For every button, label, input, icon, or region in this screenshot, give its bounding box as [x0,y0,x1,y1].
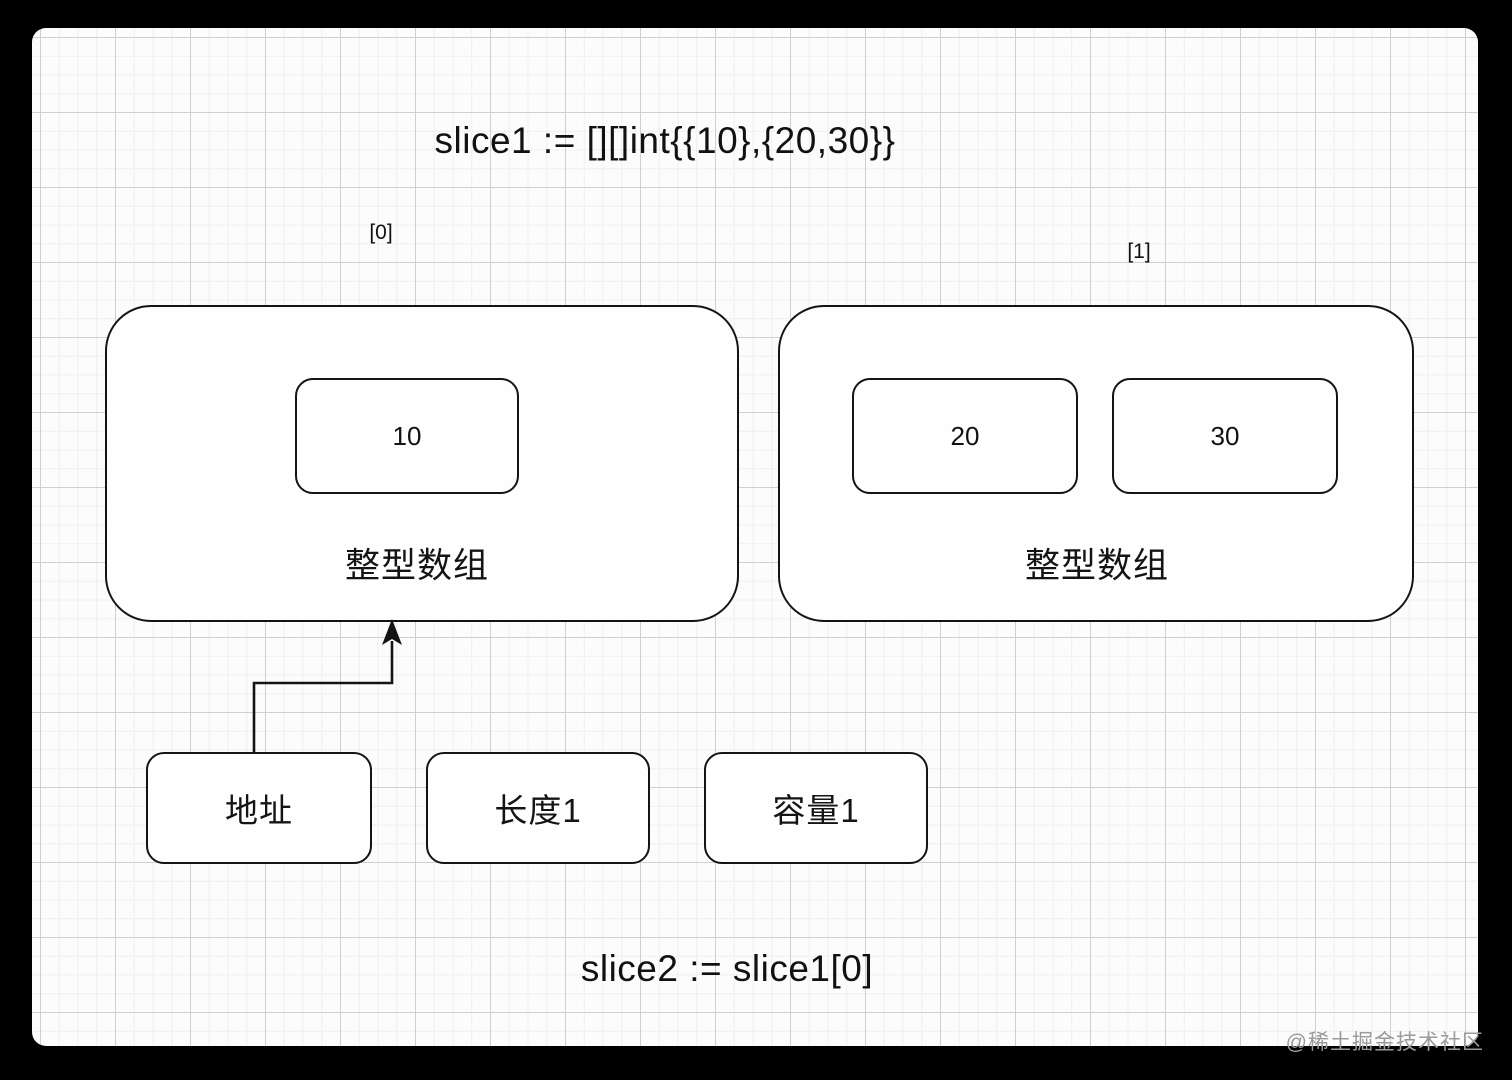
array-label-0: 整型数组 [344,546,490,586]
grid-paper-canvas: slice1 := [][]int{{10},{20,30}} [0] [1] … [32,28,1478,1046]
slice-field-address: 地址 [146,752,372,864]
index-label-1: [1] [1127,240,1151,263]
array-element-box: 10 [295,378,519,494]
watermark: @稀土掘金技术社区 [1285,1031,1484,1054]
slice-field-length: 长度1 [426,752,650,864]
slice2-expression: slice2 := slice1[0] [580,948,874,989]
slice-field-capacity: 容量1 [704,752,928,864]
index-label-0: [0] [369,221,393,244]
array-element-box: 30 [1112,378,1338,494]
array-element-box: 20 [852,378,1078,494]
array-label-1: 整型数组 [1024,546,1170,586]
slice1-expression: slice1 := [][]int{{10},{20,30}} [434,120,896,161]
